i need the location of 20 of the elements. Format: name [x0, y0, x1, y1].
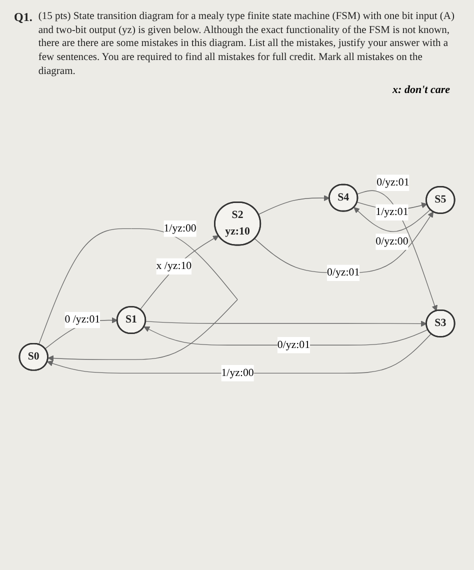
arrow — [38, 228, 238, 362]
edge-label: 1/yz:00 — [221, 367, 254, 379]
edge-label: 0/yz:01 — [327, 266, 360, 279]
question-number: Q1. — [14, 10, 32, 26]
edge-label: 0 /yz:01 — [64, 314, 100, 326]
edge-label: 0/yz:01 — [376, 176, 410, 188]
question-text: (15 pts) State transition diagram for a mealy type finite state machine (FSM) with one bit input (A) and two-bit output (yz) is given below. Although the exact functionality of the FSM is not known, there are there are some mistakes in this diagram. List all the mistakes, justify your answer with a few sentences. You are required to find all mistakes for full credit. Mark all mistakes on the diagram. — [38, 10, 456, 78]
edge-label: 0/yz:00 — [376, 236, 408, 248]
arrow — [254, 212, 434, 274]
edge-label: 1/yz:01 — [376, 206, 408, 218]
arrow — [258, 195, 330, 215]
edge-label: x /yz:10 — [156, 260, 192, 272]
arrow — [47, 334, 432, 374]
arrow — [140, 236, 219, 310]
edge-label: 1/yz:00 — [164, 222, 196, 234]
arrow — [354, 207, 431, 232]
arrow — [144, 326, 428, 346]
arrow — [145, 320, 427, 327]
note: x: don't care — [392, 84, 450, 96]
edge-label: 0/yz:01 — [277, 339, 310, 351]
